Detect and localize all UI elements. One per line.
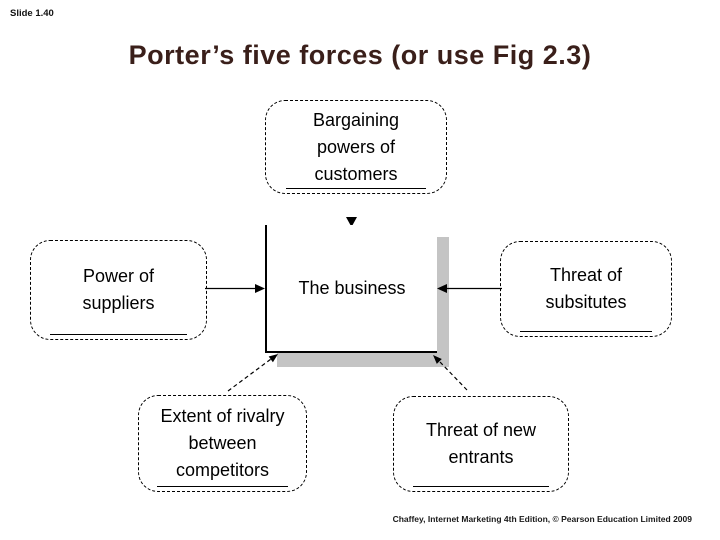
business-node-label: The business	[298, 277, 406, 298]
arrow-suppliers-to-business	[205, 284, 265, 293]
node-label: Power of suppliers	[82, 266, 155, 313]
node-power-of-suppliers: Power of suppliers	[30, 240, 207, 340]
arrow-rivalry-to-business	[227, 354, 278, 392]
node-underline	[519, 331, 653, 332]
node-underline	[50, 334, 187, 335]
node-label: Bargaining powers of customers	[312, 109, 400, 184]
node-underline	[413, 486, 549, 487]
node-label: Threat of subsitutes	[545, 265, 627, 312]
node-threat-of-new-entrants: Threat of new entrants	[393, 396, 569, 492]
slide-title: Porter’s five forces (or use Fig 2.3)	[128, 40, 592, 70]
node-underline	[285, 188, 427, 189]
business-node: The business	[265, 225, 437, 353]
slide-number: Slide 1.40	[10, 8, 54, 19]
node-label: Extent of rivalry between competitors	[160, 406, 285, 480]
node-underline	[157, 486, 288, 487]
node-extent-of-rivalry: Extent of rivalry between competitors	[138, 395, 307, 492]
node-threat-of-substitutes: Threat of subsitutes	[500, 241, 672, 337]
node-label: Threat of new entrants	[425, 420, 537, 467]
copyright-footer: Chaffey, Internet Marketing 4th Edition,…	[392, 514, 692, 524]
node-bargaining-powers-of-customers: Bargaining powers of customers	[265, 100, 447, 194]
